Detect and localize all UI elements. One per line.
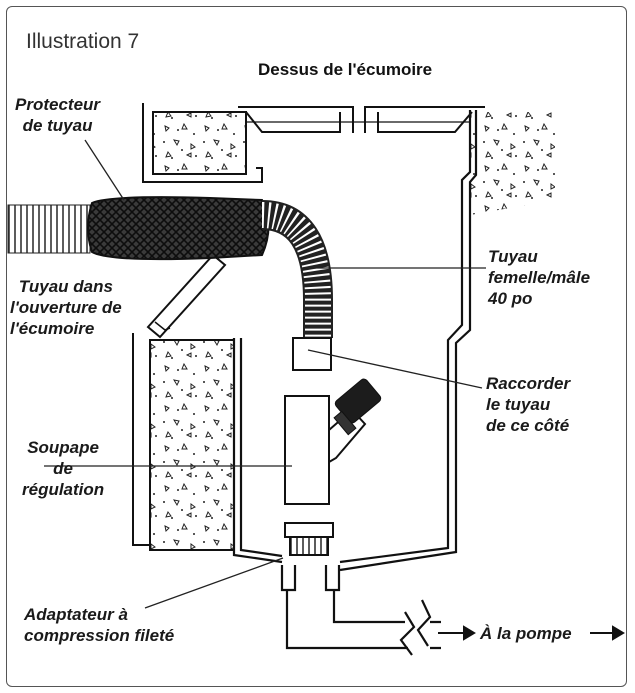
to-pump-arrows	[438, 625, 625, 641]
diagram-frame	[6, 6, 627, 687]
skimmer-lid	[238, 106, 485, 133]
label-threaded-adapter-line2: compression fileté	[24, 626, 175, 645]
label-hose-protector-line1: Protecteur	[15, 95, 101, 114]
concrete-wall	[132, 103, 555, 551]
label-hose-in-opening-line1: Tuyau dans	[18, 277, 113, 296]
hose-straight-section	[7, 204, 91, 254]
label-hose-length-line2: femelle/mâle	[488, 268, 591, 287]
regulation-valve	[284, 378, 382, 505]
label-threaded-adapter-line1: Adaptateur à	[24, 605, 128, 624]
label-hose-protector: Protecteur de tuyau	[15, 94, 100, 136]
hose-opening-piece	[146, 253, 227, 339]
label-hose-length-line1: Tuyau	[488, 247, 538, 266]
label-hose-protector-line2: de tuyau	[22, 116, 93, 135]
label-connect-side-line1: Raccorder	[486, 374, 571, 393]
label-regulation-valve-line2: de	[53, 459, 73, 478]
label-hose-in-opening-line3: l'écumoire	[10, 319, 95, 338]
skimmer-body	[232, 110, 478, 592]
label-hose-in-opening: Tuyau dans l'ouverture de l'écumoire	[10, 276, 122, 339]
drain-pipe	[285, 590, 441, 656]
leader-lines	[44, 139, 486, 609]
illustration-title: Illustration 7	[26, 30, 140, 53]
label-hose-in-opening-line2: l'ouverture de	[10, 298, 122, 317]
label-hose-length-line3: 40 po	[488, 289, 533, 308]
label-hose-length: Tuyau femelle/mâle 40 po	[488, 246, 590, 309]
label-regulation-valve: Soupape de régulation	[22, 437, 104, 500]
label-regulation-valve-line1: Soupape	[27, 438, 99, 457]
label-connect-side-line2: le tuyau	[486, 395, 551, 414]
label-connect-side: Raccorder le tuyau de ce côté	[486, 373, 570, 436]
label-threaded-adapter: Adaptateur à compression fileté	[24, 604, 174, 646]
label-to-pump: À la pompe	[480, 624, 572, 643]
hose-protector	[87, 196, 270, 261]
label-connect-side-line3: de ce côté	[486, 416, 570, 435]
threaded-adapter	[284, 522, 334, 556]
skimmer-top-title: Dessus de l'écumoire	[258, 60, 433, 79]
label-regulation-valve-line3: régulation	[22, 480, 105, 499]
